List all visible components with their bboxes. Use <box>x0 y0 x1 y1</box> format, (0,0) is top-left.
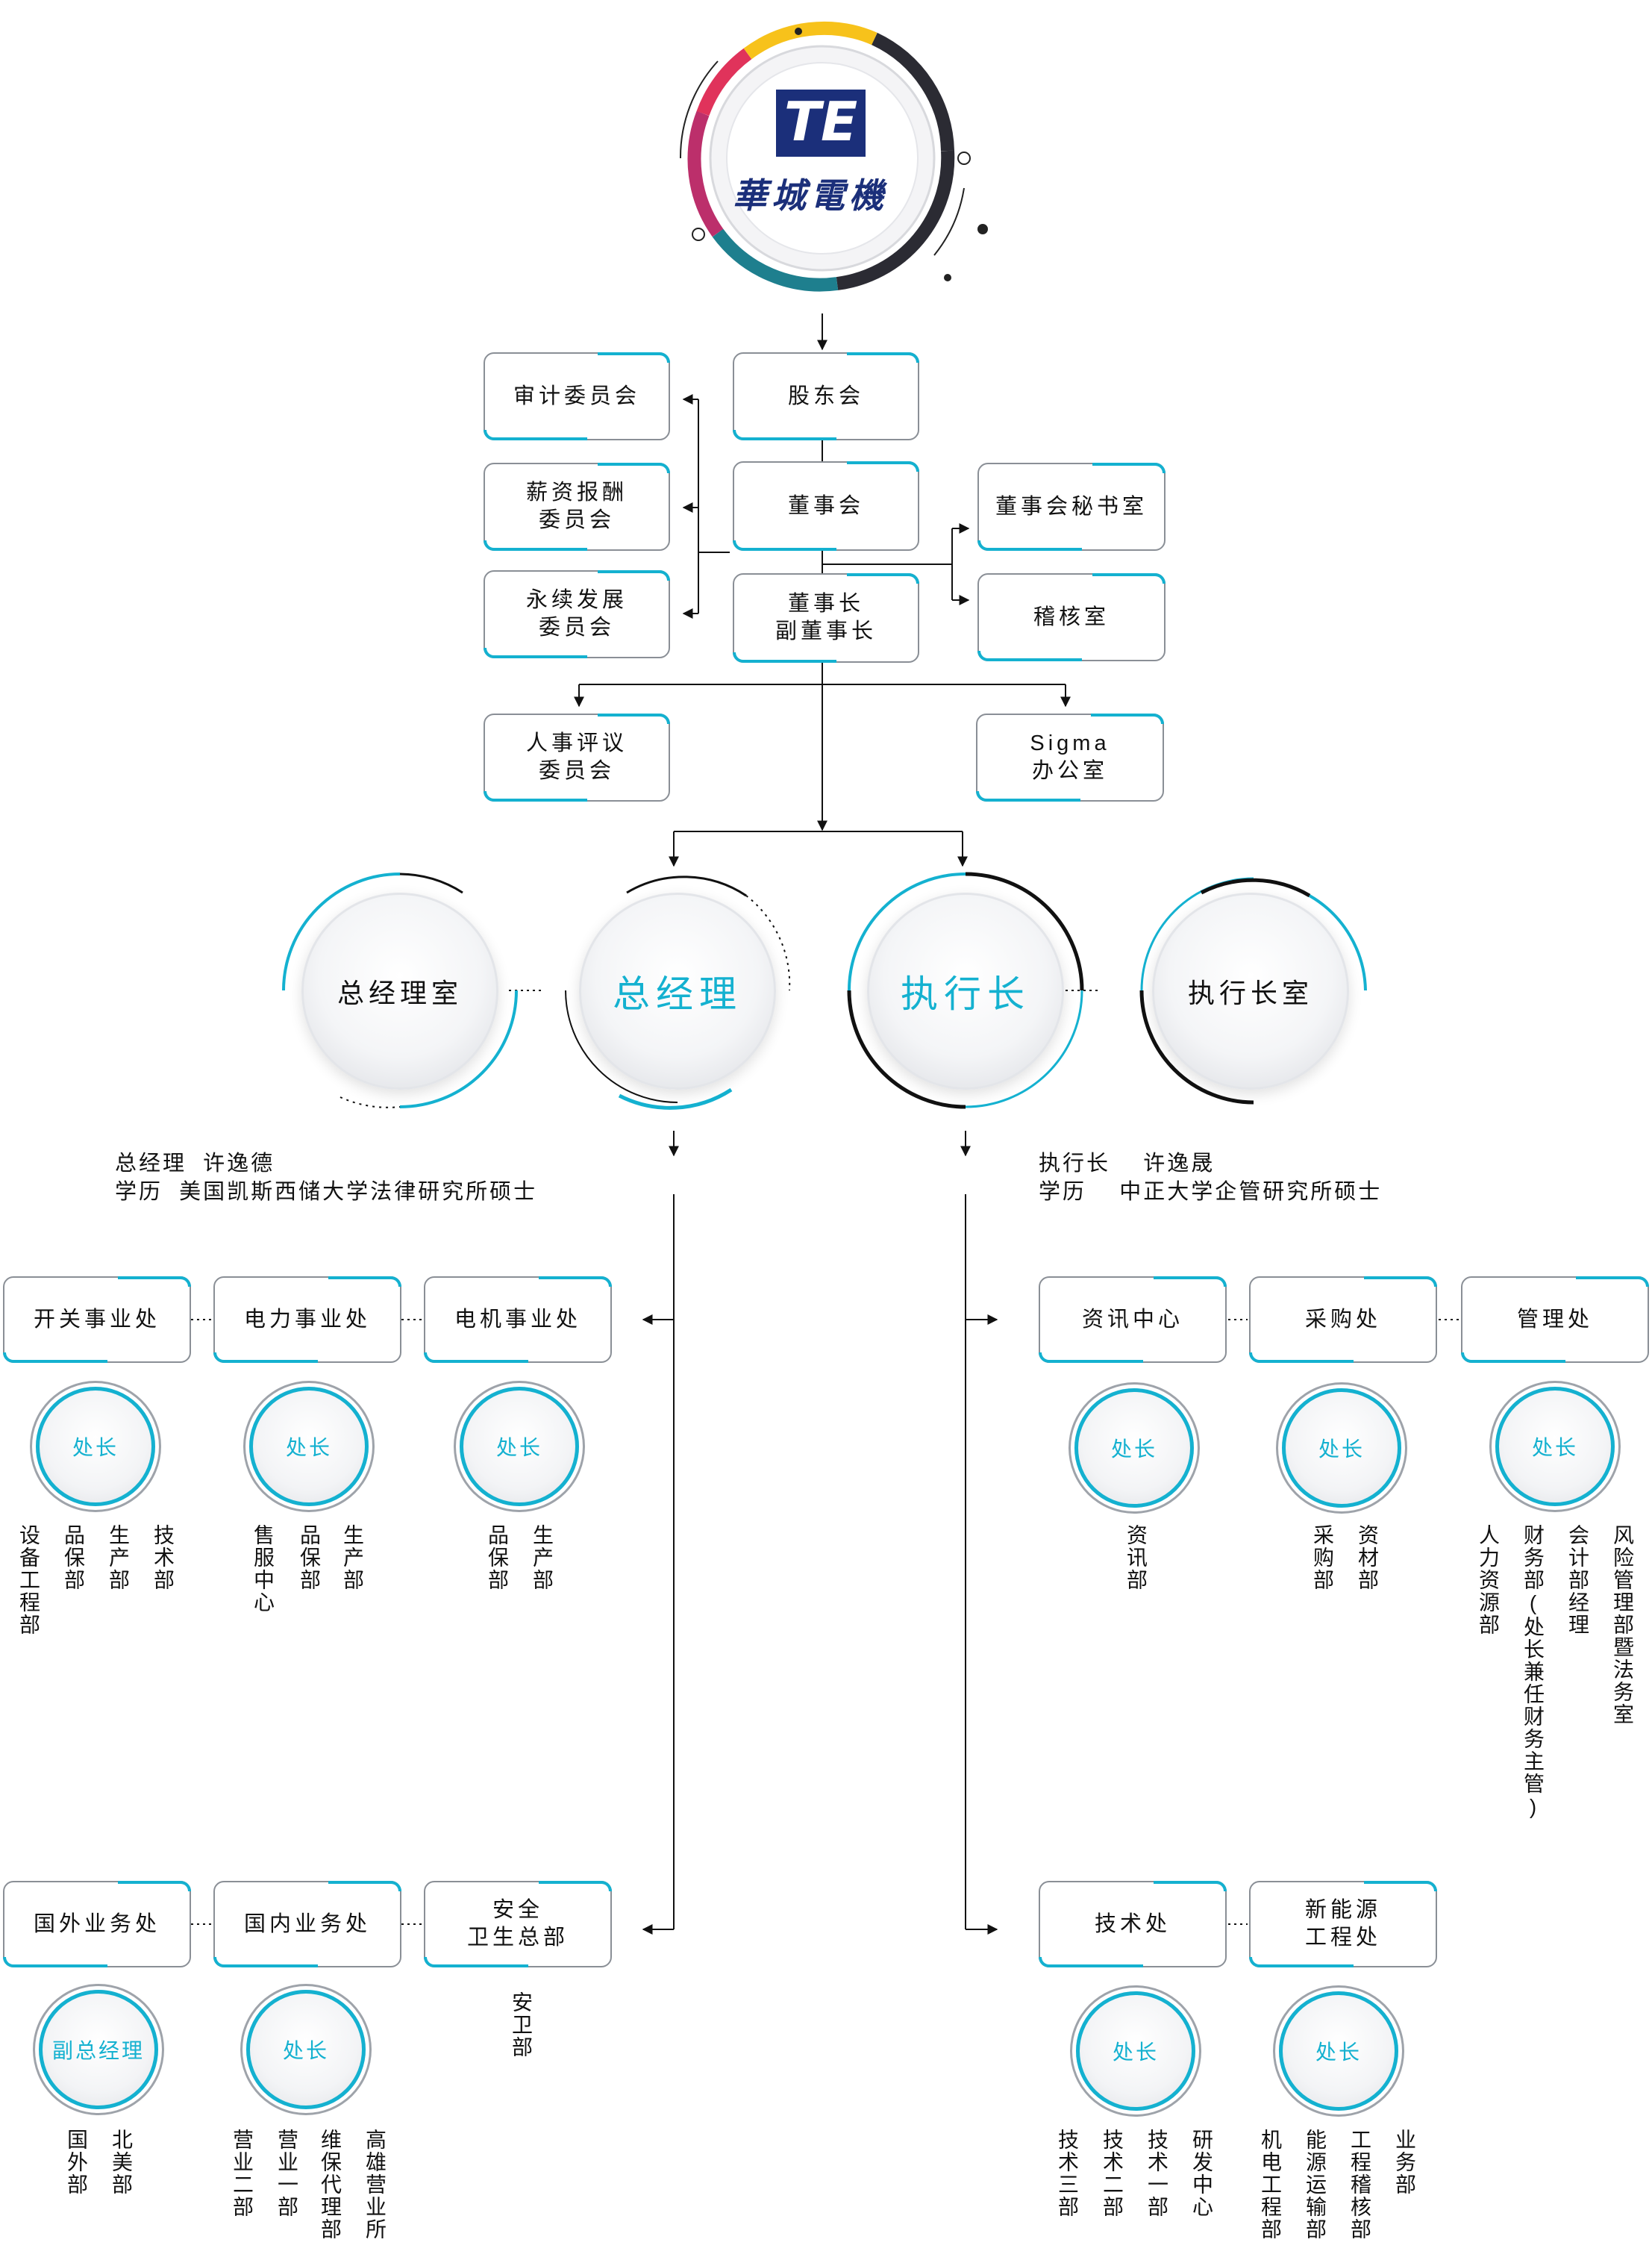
gm-name: 总经理 许逸德 <box>115 1152 275 1176</box>
ceo-name: 执行长 许逸晟 <box>1039 1152 1215 1176</box>
division-technology: 技术处 <box>1039 1881 1227 1967</box>
hr-committee-box: 人事评议 委员会 <box>484 714 670 802</box>
division-it-center: 资讯中心 <box>1039 1276 1227 1363</box>
unit-label: 设备工程部 <box>17 1524 40 1636</box>
unit-label: 技术二部 <box>1101 2129 1124 2218</box>
unit-label: 售服中心 <box>251 1524 275 1614</box>
unit-label: 机电工程部 <box>1259 2129 1282 2241</box>
unit-label: 北美部 <box>110 2129 133 2196</box>
head-circle-switch: 处长 <box>36 1387 155 1506</box>
unit-label: 采购部 <box>1311 1524 1334 1591</box>
unit-label: 安卫部 <box>510 1991 533 2058</box>
gm-education: 学历 美国凯斯西储大学法律研究所硕士 <box>115 1180 538 1204</box>
board-secretary-box: 董事会秘书室 <box>977 463 1166 551</box>
unit-label: 工程稽核部 <box>1348 2129 1371 2241</box>
unit-label: 营业二部 <box>231 2129 254 2218</box>
unit-label: 技术三部 <box>1056 2129 1079 2218</box>
remuneration-committee-box: 薪资报酬 委员会 <box>484 463 670 551</box>
ceo-circle: 执行长 <box>867 893 1064 1090</box>
unit-label: 营业一部 <box>275 2129 298 2218</box>
head-circle-it: 处长 <box>1074 1388 1194 1508</box>
division-motor: 电机事业处 <box>424 1276 613 1363</box>
head-circle-power: 处长 <box>249 1387 369 1506</box>
division-procurement: 采购处 <box>1249 1276 1438 1363</box>
audit-office-box: 稽核室 <box>977 573 1166 661</box>
unit-label: 维保代理部 <box>319 2129 342 2241</box>
unit-label: 品保部 <box>298 1524 321 1591</box>
unit-label: 研发中心 <box>1190 2129 1213 2218</box>
ceo-education: 学历 中正大学企管研究所硕士 <box>1039 1180 1383 1204</box>
division-switch: 开关事业处 <box>3 1276 192 1363</box>
sigma-office-box: Sigma 办公室 <box>976 714 1165 802</box>
unit-label: 品保部 <box>486 1524 509 1591</box>
sustainability-committee-box: 永续发展 委员会 <box>484 570 670 658</box>
head-circle-motor: 处长 <box>460 1387 579 1506</box>
unit-label: 品保部 <box>62 1524 85 1591</box>
division-management: 管理处 <box>1461 1276 1650 1363</box>
unit-label: 财务部(处长兼任财务主管) <box>1521 1524 1545 1820</box>
division-overseas-sales: 国外业务处 <box>3 1881 192 1967</box>
unit-label: 资讯部 <box>1124 1524 1148 1591</box>
division-new-energy: 新能源 工程处 <box>1249 1881 1438 1967</box>
logo-company-name: 華城電機 <box>733 175 888 216</box>
unit-label: 会计部经理 <box>1566 1524 1589 1636</box>
executive-rings <box>282 872 1367 1110</box>
head-circle-procurement: 处长 <box>1282 1388 1401 1508</box>
head-circle-new-energy: 处长 <box>1279 1991 1398 2111</box>
board-box: 董事会 <box>733 461 919 551</box>
unit-label: 资材部 <box>1356 1524 1379 1591</box>
division-power: 电力事业处 <box>213 1276 402 1363</box>
unit-label: 生产部 <box>531 1524 554 1591</box>
head-circle-domestic: 处长 <box>246 1990 366 2109</box>
head-circle-management: 处长 <box>1495 1387 1615 1506</box>
head-circle-overseas: 副总经理 <box>39 1990 158 2109</box>
ceo-office-circle: 执行长室 <box>1152 893 1349 1090</box>
division-safety-hq: 安全 卫生总部 <box>424 1881 613 1967</box>
company-logo: TE 華城電機 <box>636 9 1009 330</box>
division-domestic-sales: 国内业务处 <box>213 1881 402 1967</box>
unit-label: 国外部 <box>65 2129 88 2196</box>
unit-label: 能源运输部 <box>1304 2129 1327 2241</box>
head-circle-technology: 处长 <box>1076 1991 1195 2111</box>
unit-label: 技术一部 <box>1145 2129 1168 2218</box>
shareholders-box: 股东会 <box>733 352 919 440</box>
unit-label: 技术部 <box>151 1524 175 1591</box>
unit-label: 生产部 <box>341 1524 364 1591</box>
unit-label: 生产部 <box>107 1524 130 1591</box>
chairman-box: 董事长 副董事长 <box>733 573 919 663</box>
logo-mark: TE <box>784 90 857 153</box>
audit-committee-box: 审计委员会 <box>484 352 670 440</box>
gm-office-circle: 总经理室 <box>301 893 498 1090</box>
unit-label: 业务部 <box>1393 2129 1416 2196</box>
gm-circle: 总经理 <box>579 893 776 1090</box>
unit-label: 高雄营业所 <box>363 2129 387 2241</box>
unit-label: 人力资源部 <box>1477 1524 1500 1636</box>
unit-label: 风险管理部暨法务室 <box>1611 1524 1634 1726</box>
